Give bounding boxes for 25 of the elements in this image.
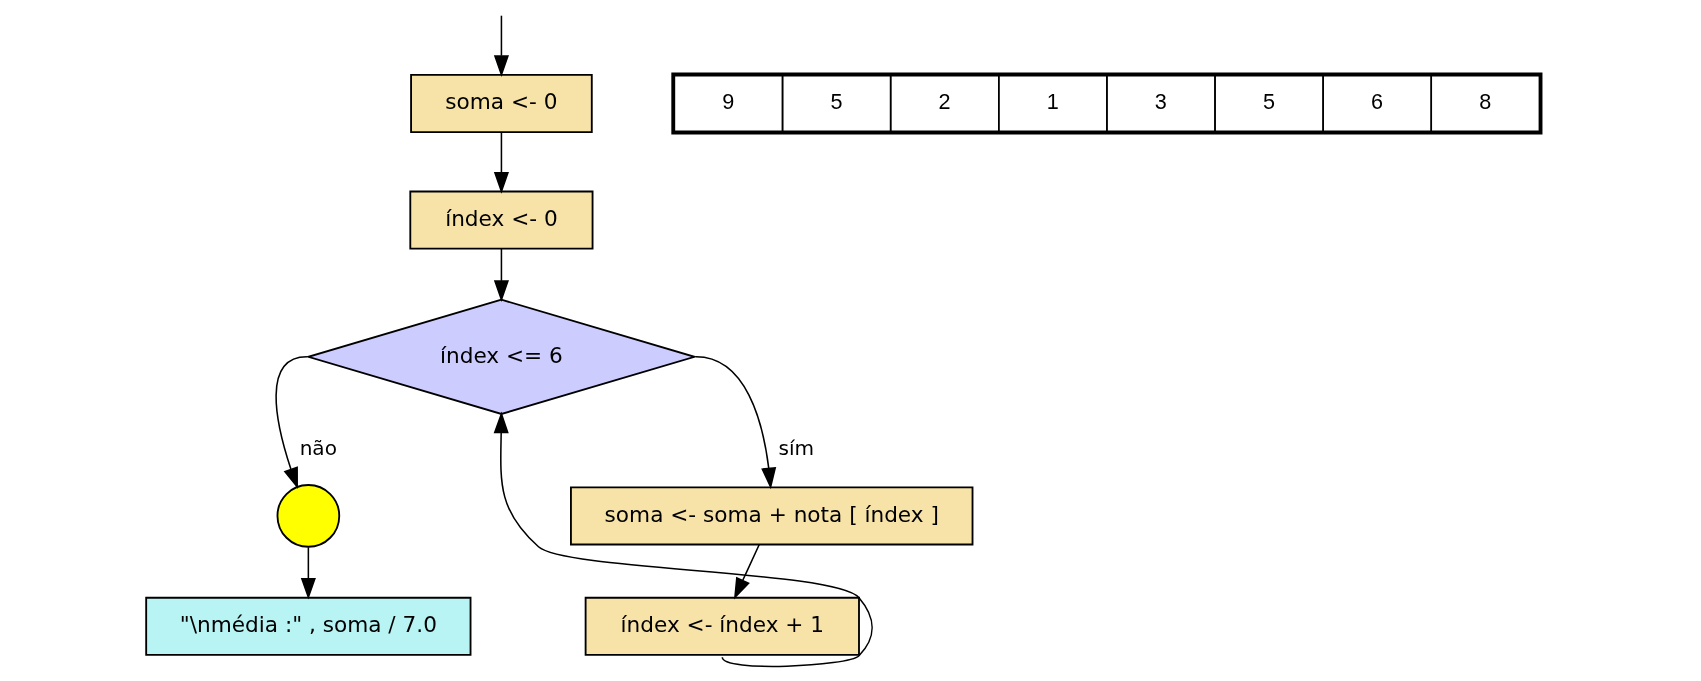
- edge-label: sím: [778, 435, 815, 460]
- arrow: [300, 546, 316, 600]
- arrow: [493, 131, 509, 194]
- node-box: soma <- soma + nota [ índex ]: [570, 486, 974, 546]
- arrow: [275, 356, 308, 490]
- label: 6: [1371, 89, 1384, 115]
- label: 8: [1479, 89, 1492, 115]
- arrow: [733, 543, 761, 600]
- arrow: [493, 411, 873, 668]
- node-box: índex <- 0: [409, 190, 594, 250]
- edge-label: não: [299, 435, 337, 460]
- arrow: [493, 14, 509, 77]
- label: 2: [938, 89, 951, 115]
- node-diamond: índex <= 6: [305, 298, 698, 415]
- label: 9: [722, 89, 735, 115]
- label: 5: [1262, 89, 1275, 115]
- label: 3: [1154, 89, 1167, 115]
- node-box: soma <- 0: [410, 74, 593, 133]
- node-circle: [276, 484, 341, 548]
- arrow: [493, 247, 509, 302]
- node-box: índex <- índex + 1: [584, 596, 860, 656]
- label: 5: [830, 89, 843, 115]
- arrow: [695, 356, 777, 490]
- label: 1: [1046, 89, 1059, 115]
- node-box: "\nmédia :" , soma / 7.0: [145, 596, 472, 656]
